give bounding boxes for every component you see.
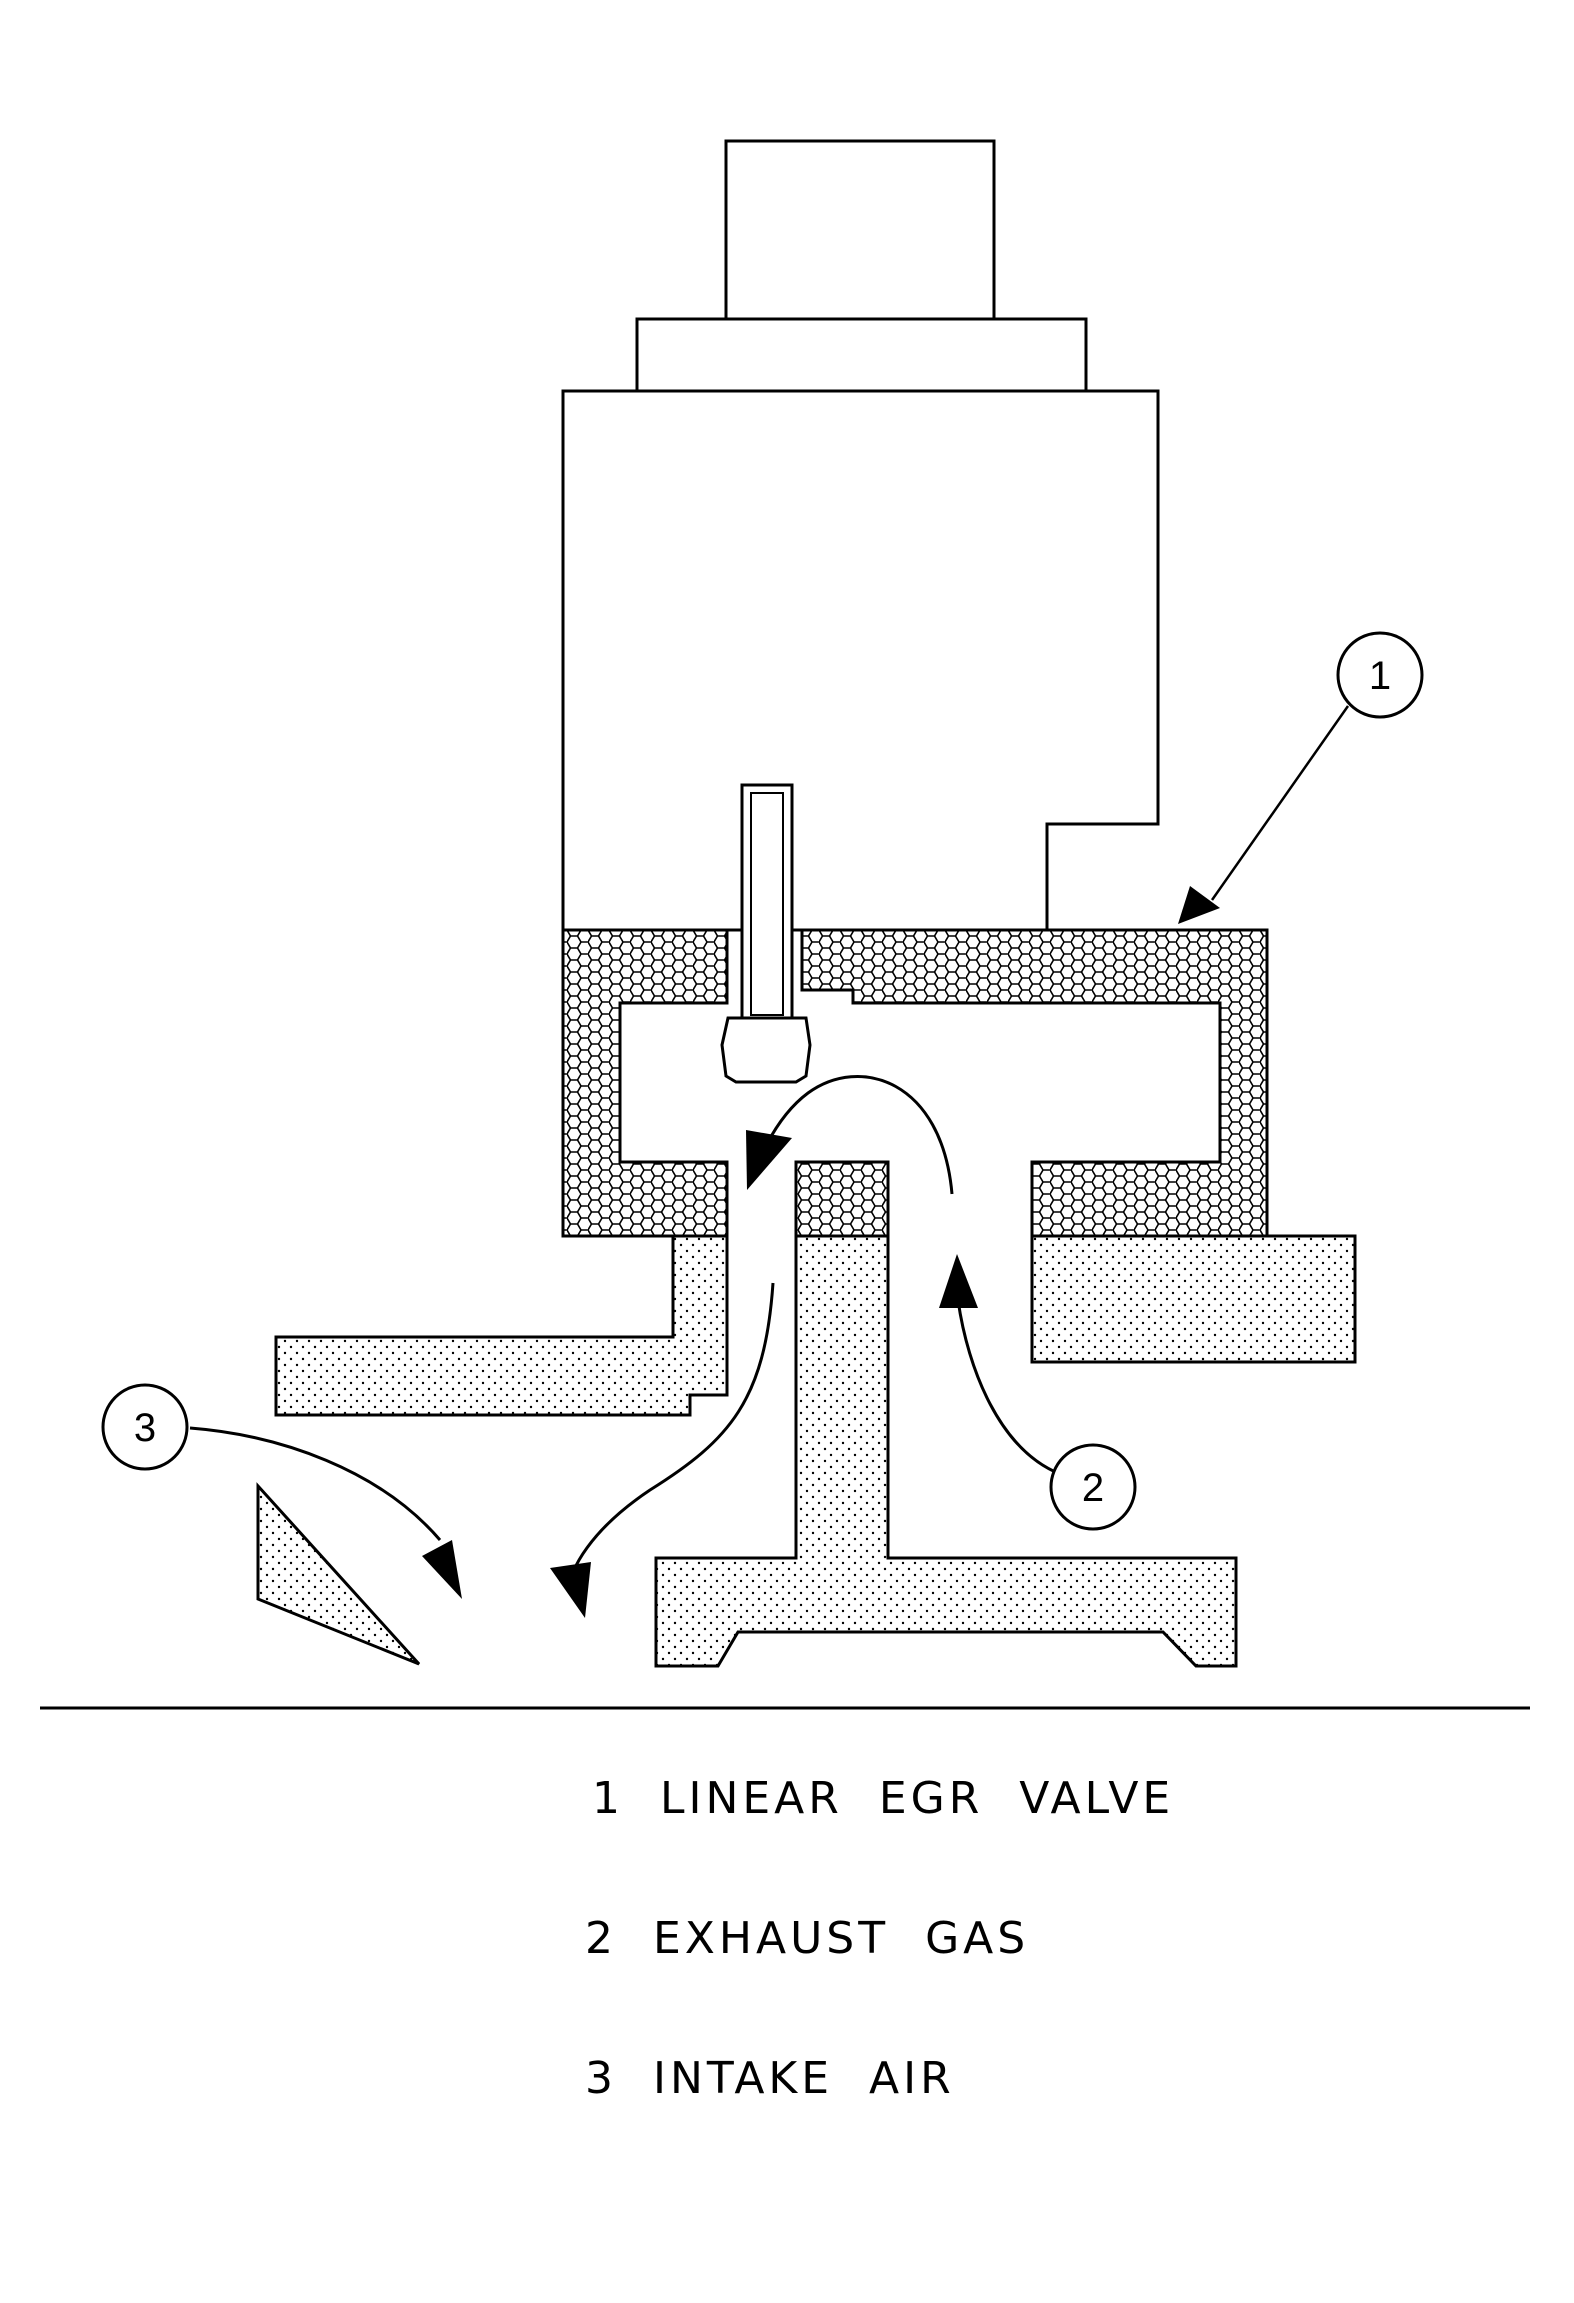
housing-top-right	[800, 928, 1269, 1238]
connector-cap	[724, 139, 996, 321]
callout-2: 2	[1049, 1443, 1137, 1531]
exhaust-down-arrowhead	[550, 1562, 591, 1618]
valve-pintle	[720, 783, 812, 1084]
callout-1-number: 1	[1369, 654, 1391, 698]
legend-line-1: 1 LINEAR EGR VALVE	[592, 1773, 1174, 1824]
recirculation-flow-arrow	[758, 1074, 954, 1195]
actuator-housing	[561, 389, 1160, 932]
callout-3: 3	[101, 1383, 189, 1471]
pintle-head	[720, 1016, 812, 1084]
exhaust-gas-arrowhead	[939, 1254, 978, 1308]
callout-3-number: 3	[134, 1406, 156, 1450]
flow-arrows	[189, 1074, 1061, 1618]
manifold	[256, 1234, 1357, 1668]
exhaust-gas-flow-arrow	[956, 1299, 1061, 1476]
callout-leaders	[1178, 705, 1350, 924]
legend-line-3: 3 INTAKE AIR	[585, 2053, 955, 2104]
connector-collar	[635, 317, 1088, 393]
exhaust-down-flow-arrow	[566, 1282, 775, 1591]
pintle-stem	[740, 783, 794, 1022]
intake-wedge	[256, 1482, 421, 1666]
housing-left-wall	[561, 928, 729, 1238]
callout-1: 1	[1336, 631, 1424, 719]
intake-air-flow-arrow	[189, 1426, 442, 1541]
recirculation-arrowhead	[746, 1130, 792, 1190]
valve-actuator	[561, 139, 1160, 932]
legend: 1 LINEAR EGR VALVE 2 EXHAUST GAS 3 INTAK…	[585, 1773, 1174, 2104]
center-tube-base	[654, 1234, 1238, 1668]
exhaust-passage	[274, 1234, 729, 1417]
legend-line-2: 2 EXHAUST GAS	[585, 1913, 1029, 1964]
right-block	[1030, 1234, 1357, 1364]
housing-center-seat	[794, 1160, 890, 1238]
valve-housing	[561, 928, 1269, 1238]
callout-2-number: 2	[1082, 1466, 1104, 1510]
intake-air-arrowhead	[422, 1540, 462, 1599]
